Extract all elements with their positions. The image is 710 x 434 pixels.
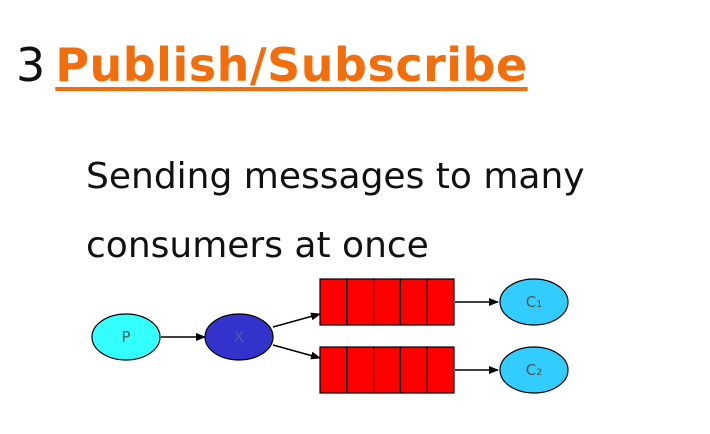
queue-1-cell xyxy=(373,278,402,326)
consumer-1-label: C₁ xyxy=(526,293,543,311)
queue-2-cell xyxy=(426,346,455,394)
queue-2-cell xyxy=(399,346,428,394)
slide-number: 3 xyxy=(16,38,46,92)
queue-1-cell xyxy=(319,278,348,326)
queue-2-cell xyxy=(319,346,348,394)
slide-title: Publish/Subscribe xyxy=(55,38,528,92)
queue-1 xyxy=(319,278,455,326)
queue-1-cell xyxy=(426,278,455,326)
producer-label: P xyxy=(121,328,130,346)
consumer-2-node: C₂ xyxy=(499,346,569,394)
consumer-2-label: C₂ xyxy=(526,361,543,379)
queue-2-cell xyxy=(373,346,402,394)
queue-2-cell xyxy=(346,346,375,394)
producer-node: P xyxy=(91,313,161,361)
exchange-label: X xyxy=(234,328,244,346)
edge-exchange-queue2 xyxy=(272,344,321,360)
queue-1-cell xyxy=(399,278,428,326)
queue-2 xyxy=(319,346,455,394)
edge-exchange-queue1 xyxy=(272,312,321,328)
consumer-1-node: C₁ xyxy=(499,278,569,326)
slide-subtitle: Sending messages to many consumers at on… xyxy=(86,156,585,266)
queue-1-cell xyxy=(346,278,375,326)
exchange-node: X xyxy=(204,313,274,361)
